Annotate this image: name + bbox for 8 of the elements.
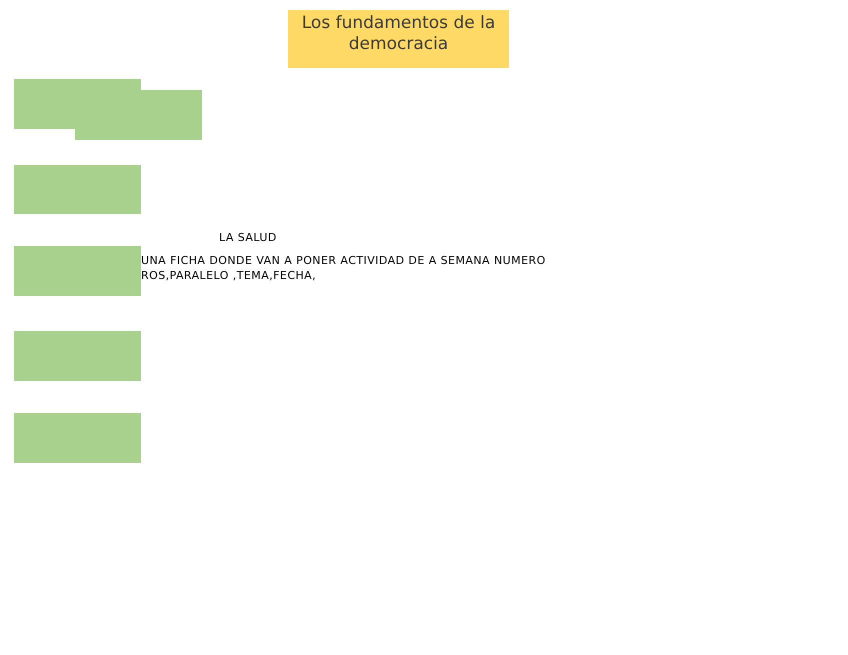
title-box	[288, 10, 509, 68]
empty-box	[14, 331, 141, 381]
note-text: UNA FICHA DONDE VAN A PONER ACTIVIDAD DE A SEMANA NUMERO ROS,PARALELO ,TEMA,FECHA,	[141, 253, 547, 283]
empty-box	[14, 246, 141, 296]
empty-box	[14, 165, 141, 214]
heading-text: LA SALUD	[219, 230, 277, 245]
empty-box	[14, 413, 141, 463]
title-text: Los fundamentos de la democracia	[300, 13, 496, 55]
